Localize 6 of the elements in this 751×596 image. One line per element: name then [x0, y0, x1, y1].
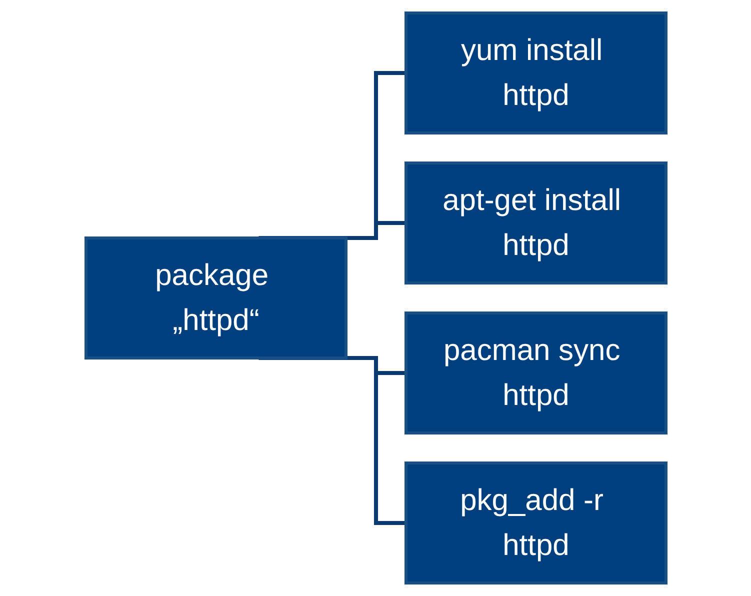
node-box: pacman sync httpd	[404, 312, 667, 434]
node-box: pkg_add -r httpd	[404, 462, 667, 584]
node-box: yum install httpd	[404, 12, 667, 134]
node-box: package „httpd“	[84, 236, 347, 360]
connector	[258, 71, 408, 240]
node-box: apt-get install httpd	[404, 162, 667, 284]
